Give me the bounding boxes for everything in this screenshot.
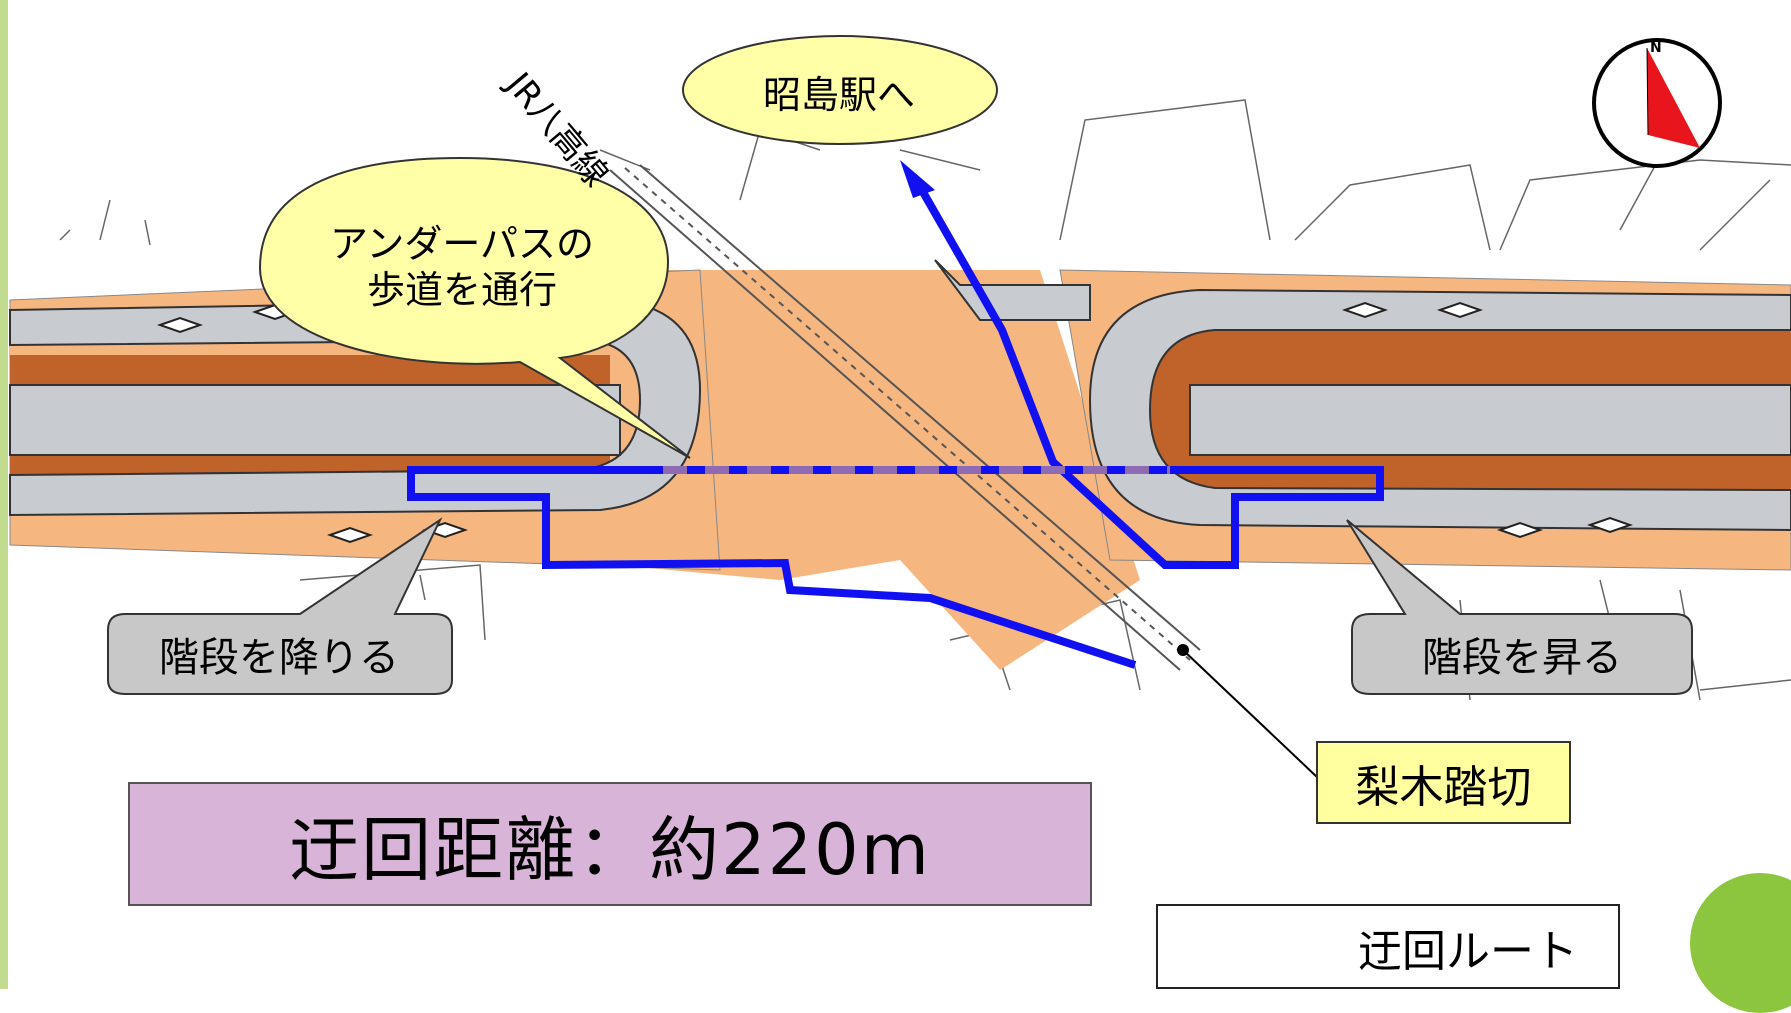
legend: 迂回ルート [1156,904,1620,989]
stairs-down-text: 階段を降りる [159,635,399,681]
railway-line [609,164,1201,671]
crossing-pointer [1177,644,1319,779]
underpass-line-1: アンダーパスの [329,222,595,267]
route-arrowhead [900,160,935,198]
compass-north-label: N [1650,40,1662,56]
roads [9,259,1791,532]
stairs-up-text: 階段を昇る [1422,635,1622,681]
detour-distance: 迂回距離：約220m [128,782,1092,906]
underpass-line-2: 歩道を通行 [366,268,557,312]
slide-side-bar [0,0,8,989]
road-markings [156,301,1634,544]
underpass-map [9,35,1791,968]
underpass-callout [258,156,691,459]
stairs-down-callout [107,517,453,695]
legend-route-label: 迂回ルート [1358,925,1578,977]
stairs-up-callout [1346,519,1693,695]
crossing-label: 梨木踏切 [1316,741,1571,824]
station-callout [682,35,998,145]
underpass-callout-text: アンダーパスの 歩道を通行 [262,208,662,328]
compass-icon [1592,38,1722,168]
station-callout-text: 昭島駅へ [762,72,915,117]
